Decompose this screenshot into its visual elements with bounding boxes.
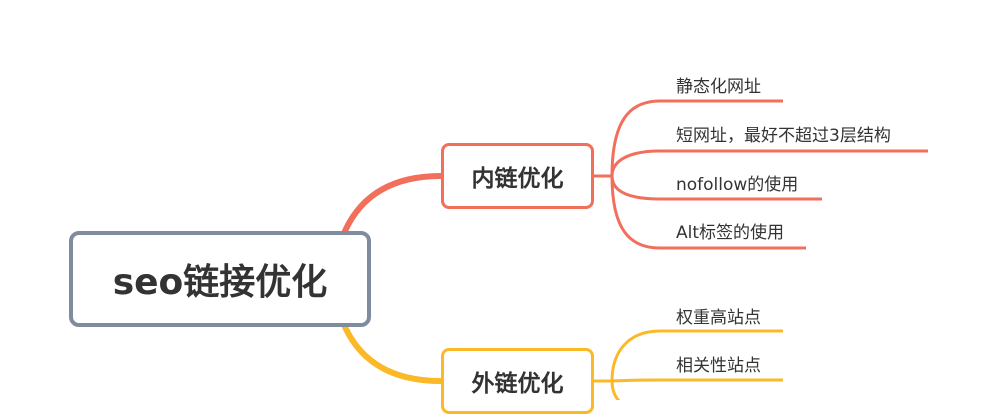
leaf-alt-tag[interactable]: Alt标签的使用 [676, 223, 785, 243]
branch-internal-links[interactable]: 内链优化 [441, 143, 594, 209]
branch-label: 外链优化 [471, 371, 564, 397]
leaf-relevant-sites[interactable]: 相关性站点 [676, 356, 761, 376]
connector-lines [342, 99, 928, 400]
root-node[interactable]: seo链接优化 [69, 231, 371, 327]
leaf-short-url[interactable]: 短网址，最好不超过3层结构 [676, 126, 891, 146]
leaf-high-weight-sites[interactable]: 权重高站点 [676, 308, 761, 328]
branch-label: 内链优化 [471, 166, 564, 192]
leaf-static-url[interactable]: 静态化网址 [676, 77, 761, 97]
branch-external-links[interactable]: 外链优化 [441, 348, 594, 414]
leaf-nofollow[interactable]: nofollow的使用 [676, 175, 799, 195]
root-label: seo链接优化 [112, 262, 328, 303]
